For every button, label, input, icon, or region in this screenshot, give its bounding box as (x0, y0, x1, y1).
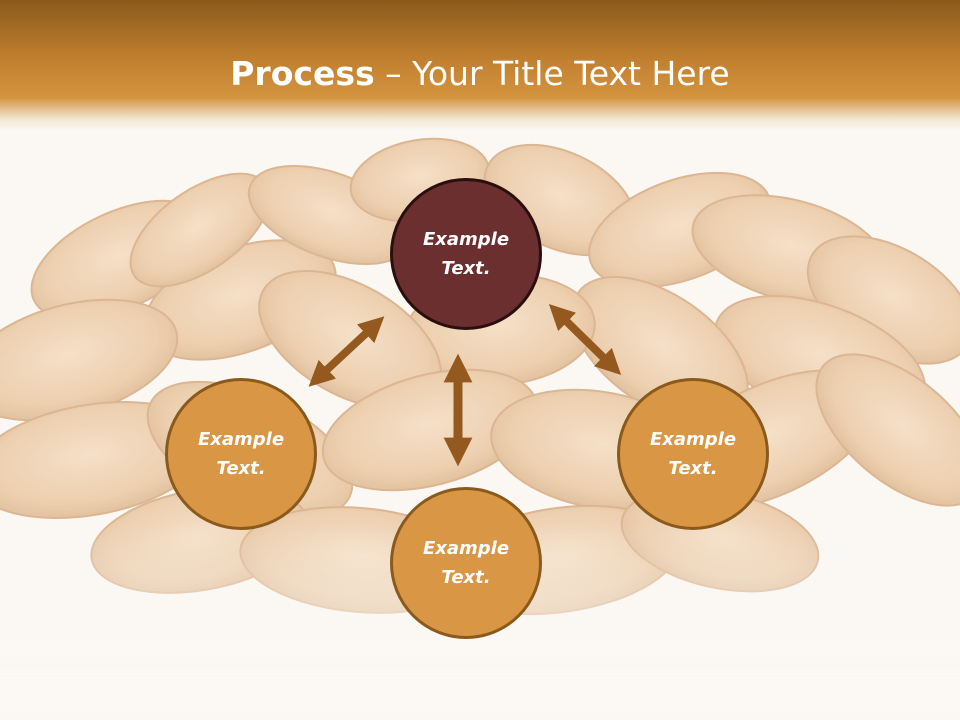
left-node: Example Text. (165, 378, 317, 530)
bottom-node: Example Text. (390, 487, 542, 639)
node-text-line1: Example (422, 229, 510, 250)
slide-title: Process – Your Title Text Here (0, 52, 960, 96)
node-text-line1: Example (197, 429, 285, 450)
node-text-line1: Example (649, 429, 737, 450)
right-double-arrow (548, 304, 622, 375)
node-text-line2: Text. (441, 258, 491, 279)
node-text-line2: Text. (668, 458, 718, 479)
node-text-line1: Example (422, 538, 510, 559)
node-text-line2: Text. (441, 567, 491, 588)
title-bar (0, 0, 960, 130)
left-double-arrow (308, 316, 385, 387)
center-top-node: Example Text. (390, 178, 542, 330)
title-rest: Your Title Text Here (412, 54, 730, 93)
right-node: Example Text. (617, 378, 769, 530)
title-separator: – (374, 54, 413, 93)
title-bold: Process (230, 54, 375, 93)
node-text-line2: Text. (216, 458, 266, 479)
